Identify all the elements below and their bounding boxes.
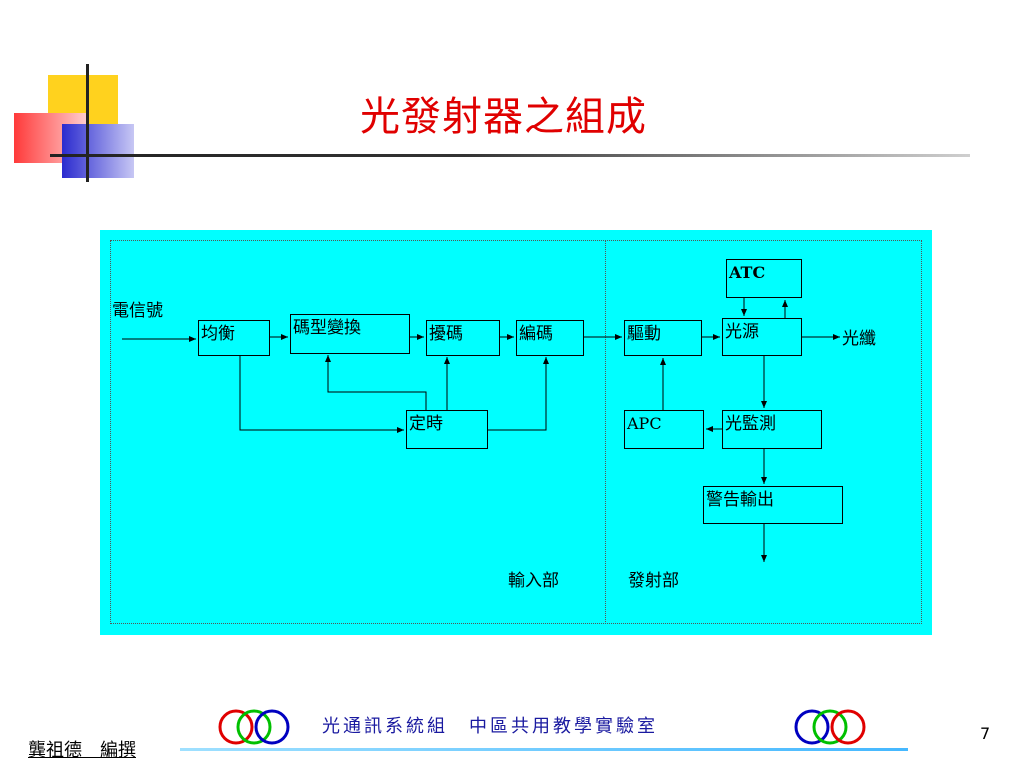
block-alarm-output: 警告輸出 <box>703 486 843 524</box>
section-divider <box>605 240 606 624</box>
block-light-monitor: 光監測 <box>722 410 822 449</box>
block-code-converter: 碼型變換 <box>290 314 410 354</box>
title-underline <box>50 154 970 157</box>
diagram-inner-border <box>110 240 922 624</box>
block-scrambler: 擾碼 <box>426 320 500 356</box>
output-fiber-label: 光纖 <box>842 329 876 349</box>
rings-logo-right-icon <box>794 709 866 745</box>
author-credit: 龔祖德 編撰 <box>28 740 136 761</box>
footer-line <box>180 748 908 751</box>
section-label-transmit: 發射部 <box>628 571 679 591</box>
arrow-timing-converter <box>325 355 427 410</box>
slide-title: 光發射器之組成 <box>360 94 647 140</box>
block-atc: ATC <box>726 259 802 298</box>
decor-blue-square <box>62 124 134 178</box>
block-equalizer: 均衡 <box>198 320 270 356</box>
section-label-input: 輸入部 <box>508 571 559 591</box>
block-light-source: 光源 <box>722 318 802 356</box>
arrow-equalizer-timing <box>239 356 404 433</box>
block-encoder: 編碼 <box>516 320 584 356</box>
footer-lab-name: 光通訊系統組 中區共用教學實驗室 <box>322 716 658 737</box>
block-driver: 驅動 <box>624 320 702 356</box>
decor-vertical-line <box>86 64 89 182</box>
arrow-timing-encoder <box>488 357 549 431</box>
input-signal-label: 電信號 <box>112 301 163 321</box>
rings-logo-left-icon <box>218 709 290 745</box>
block-apc: APC <box>624 410 704 449</box>
block-timing: 定時 <box>406 410 488 449</box>
page-number: 7 <box>980 724 991 743</box>
